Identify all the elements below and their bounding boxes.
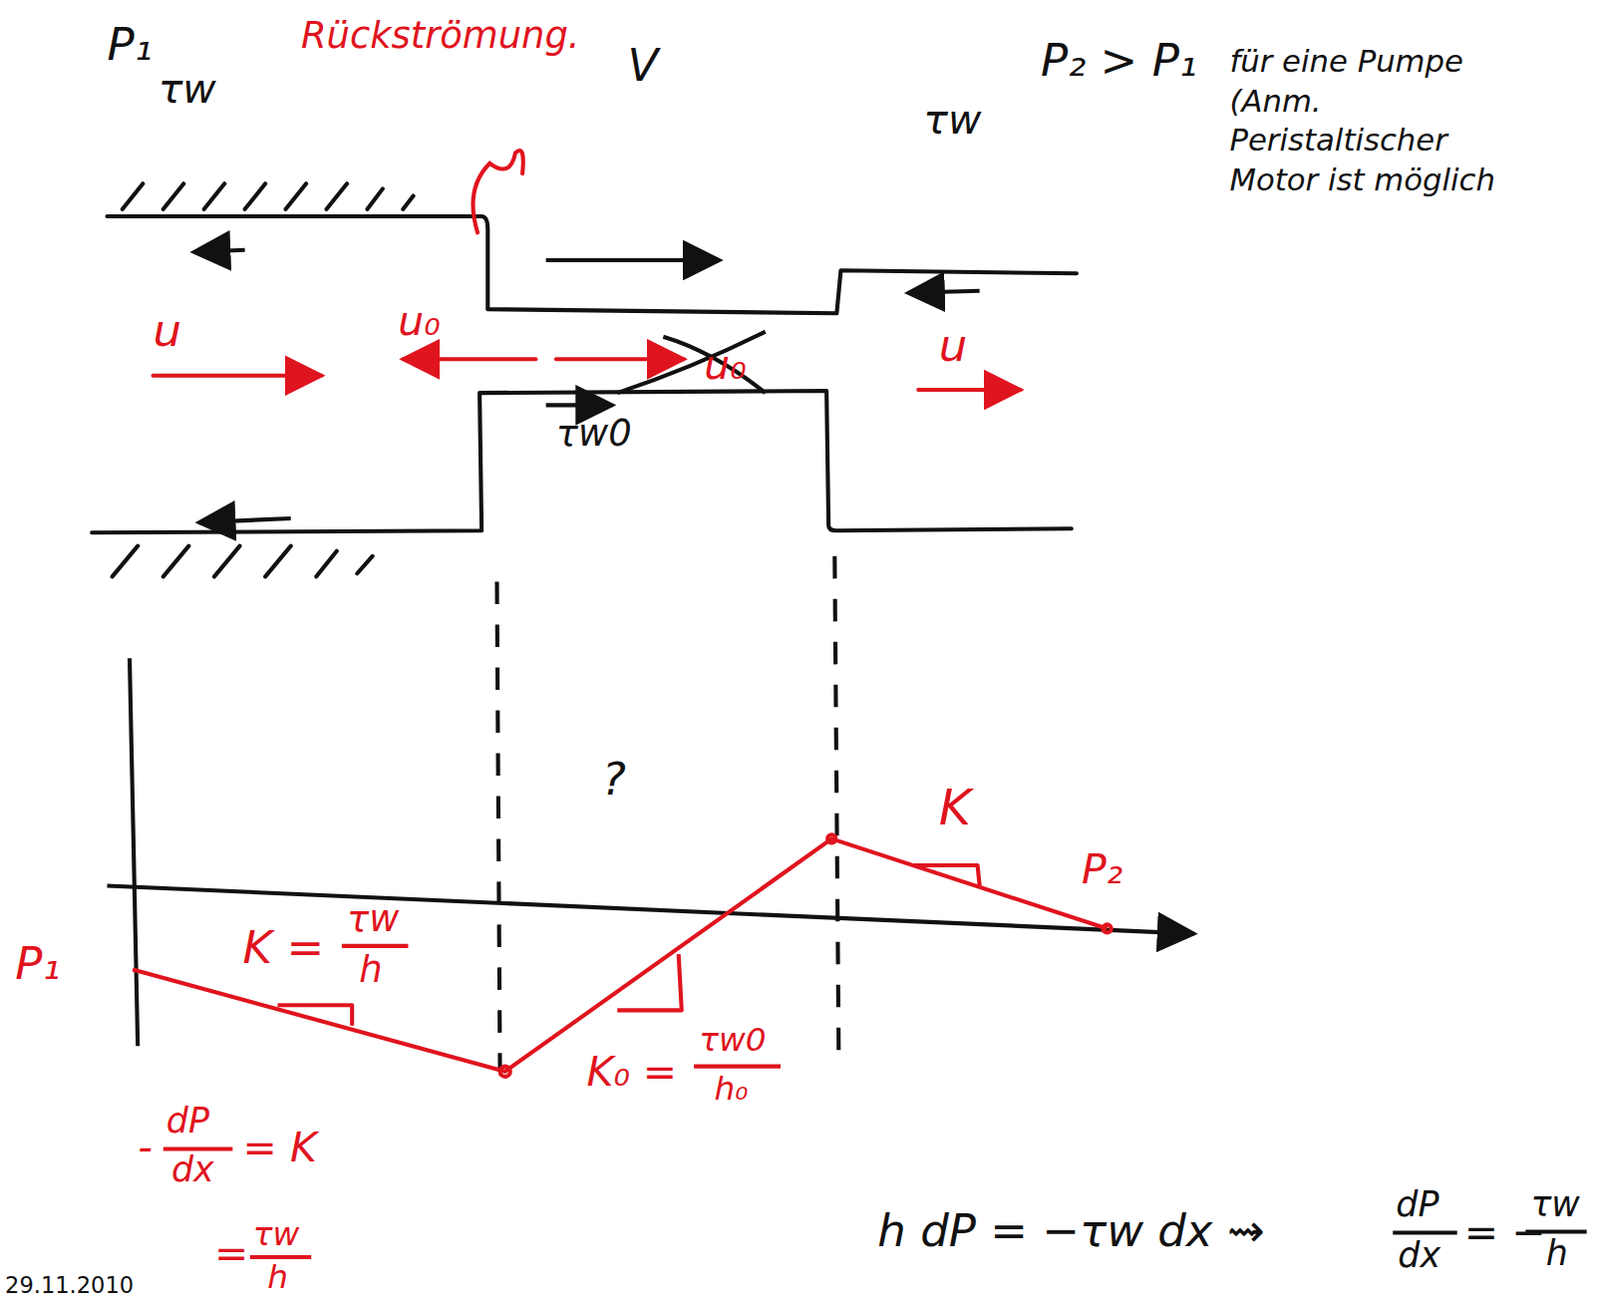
formula: K₀ = bbox=[587, 1048, 678, 1094]
pressure-label: P₁ bbox=[14, 939, 60, 989]
formula: τw0 bbox=[698, 1022, 766, 1059]
formula: τw bbox=[1530, 1185, 1580, 1224]
velocity-label: u₀ bbox=[397, 298, 440, 343]
formula: dx bbox=[1397, 1237, 1441, 1276]
pressure-label: P₂ bbox=[1081, 847, 1123, 893]
formula: = bbox=[214, 1230, 249, 1276]
formula: h bbox=[358, 949, 382, 990]
formula: τw bbox=[346, 898, 399, 940]
shear-stress: τw bbox=[158, 66, 217, 112]
date: 29.11.2010 bbox=[4, 1273, 134, 1298]
velocity-label: u₀ bbox=[703, 341, 746, 387]
slope-label: K bbox=[939, 780, 971, 835]
velocity-label: u bbox=[153, 306, 183, 356]
note: Rückströmung. bbox=[301, 14, 581, 56]
label: P₁ bbox=[106, 19, 152, 70]
formula: h dP = −τw dx ⇝ bbox=[877, 1206, 1265, 1257]
formula: K = bbox=[243, 923, 325, 973]
velocity-label: u bbox=[939, 320, 968, 371]
pressure-relation: P₂ > P₁ bbox=[1040, 35, 1198, 86]
formula: - bbox=[137, 1124, 153, 1170]
formula: dP bbox=[166, 1101, 210, 1140]
formula: h bbox=[1546, 1235, 1569, 1274]
formula: = K bbox=[243, 1124, 318, 1170]
formula: h₀ bbox=[714, 1071, 749, 1108]
note: für eine Pumpe (Anm. Peristaltischer Mot… bbox=[1229, 40, 1536, 201]
velocity-label: V bbox=[628, 40, 659, 91]
shear-stress: τw bbox=[923, 96, 981, 142]
question-mark: ? bbox=[602, 754, 627, 805]
formula: dx bbox=[171, 1151, 215, 1190]
formula: h bbox=[267, 1259, 289, 1295]
formula: τw bbox=[253, 1216, 301, 1253]
shear-stress: τw0 bbox=[556, 413, 633, 455]
formula: dP bbox=[1395, 1185, 1439, 1224]
